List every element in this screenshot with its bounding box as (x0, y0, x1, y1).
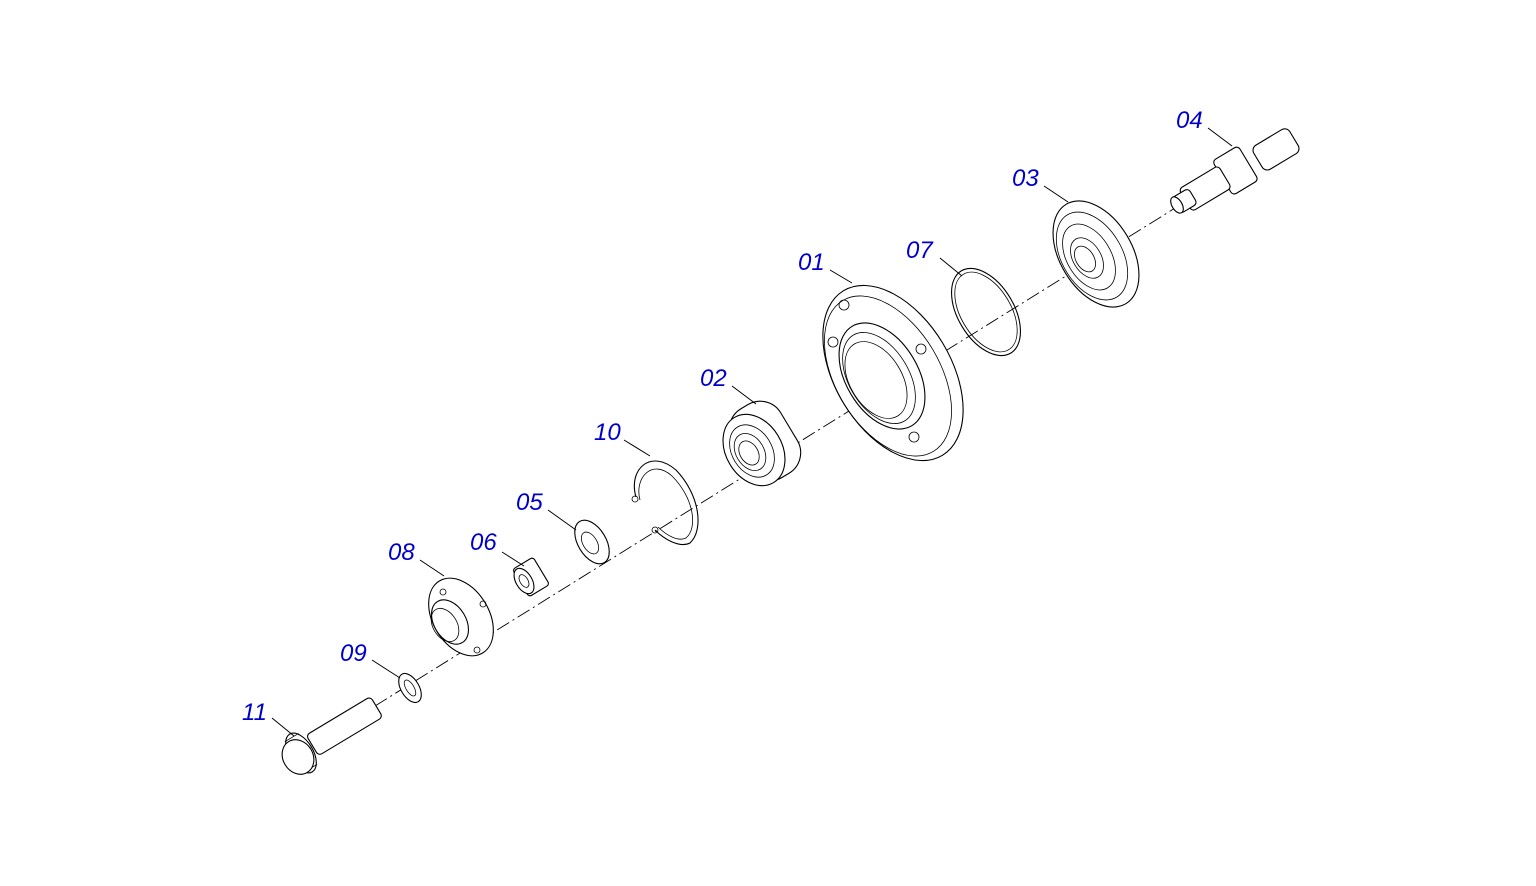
part-07-o-ring (950, 267, 1022, 357)
leader-07 (939, 257, 963, 277)
part-01-bearing-housing (822, 284, 964, 462)
leader-03 (1043, 185, 1069, 203)
part-11-hex-bolt (281, 697, 382, 775)
part-labels: 01 02 03 04 05 06 07 08 09 10 11 (242, 107, 1203, 726)
label-06: 06 (470, 529, 497, 556)
leader-06 (501, 551, 525, 567)
part-10-snap-ring (631, 460, 699, 546)
label-09: 09 (340, 640, 367, 667)
part-04-threaded-spindle (1170, 128, 1300, 214)
leader-lines (271, 127, 1233, 737)
label-04: 04 (1176, 107, 1203, 134)
leader-08 (419, 559, 445, 577)
leader-05 (547, 509, 577, 531)
leader-02 (731, 385, 757, 405)
leader-09 (371, 659, 401, 679)
label-08: 08 (388, 539, 415, 566)
part-05-washer (574, 519, 610, 565)
leader-11 (271, 717, 295, 737)
label-11: 11 (242, 699, 267, 726)
label-05: 05 (516, 489, 543, 516)
leader-04 (1207, 127, 1233, 147)
label-01: 01 (798, 249, 825, 276)
label-10: 10 (594, 419, 621, 446)
part-02-ball-bearing (722, 400, 802, 487)
part-06-hex-nut (513, 557, 549, 597)
leader-10 (623, 439, 651, 457)
part-03-seal-cover (1052, 200, 1140, 308)
label-07: 07 (906, 237, 934, 264)
part-08-flange-cap (428, 577, 494, 657)
part-09-lock-washer (398, 672, 422, 704)
label-02: 02 (700, 365, 727, 392)
leader-01 (829, 269, 853, 284)
label-03: 03 (1012, 165, 1039, 192)
